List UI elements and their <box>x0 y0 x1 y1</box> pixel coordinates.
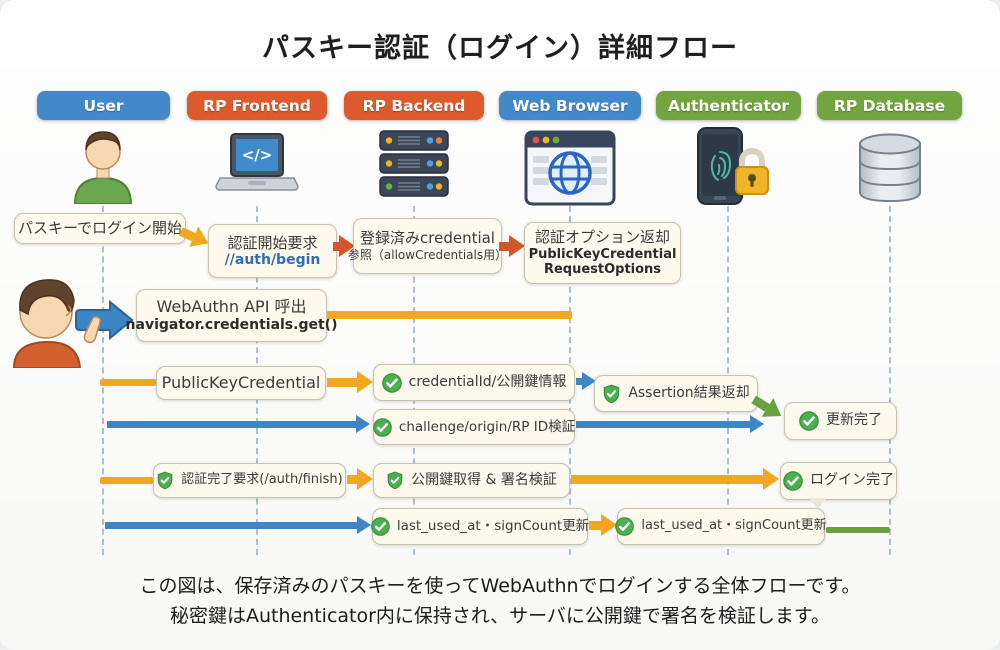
check-shield-icon <box>386 471 404 490</box>
check-shield-icon <box>602 384 621 404</box>
check-circle-icon <box>381 372 402 393</box>
msg-login-done: ログイン完了 <box>780 462 897 509</box>
caption-line-2: 秘密鍵はAuthenticator内に保持され、サーバに公開鍵で署名を検証します… <box>169 605 831 627</box>
msg-registered-credential: 登録済みcredential 参照（allowCredentials用） <box>348 218 507 274</box>
check-circle-icon <box>615 517 635 536</box>
phone-fingerprint-lock-icon <box>688 126 770 212</box>
arrow-user-to-challenge <box>107 415 370 433</box>
msg-update-sign-count-backend: last_used_at・signCount更新 <box>371 508 589 545</box>
page-title: パスキー認証（ログイン）詳細フロー <box>262 33 738 64</box>
arrow-credential-to-options <box>499 235 525 257</box>
actor-badge-authenticator: Authenticator <box>656 91 801 120</box>
check-circle-icon <box>799 411 819 431</box>
check-circle-icon <box>371 517 390 536</box>
check-circle-icon <box>783 471 803 491</box>
msg-start-login: パスキーでログイン開始 <box>14 213 186 244</box>
actor-badge-web-browser: Web Browser <box>499 91 641 120</box>
bubble-tail <box>809 498 827 509</box>
msg-assertion-result: Assertion結果返却 <box>594 375 758 412</box>
msg-auth-begin: 認証開始要求 //auth/begin <box>208 224 337 278</box>
line-webauthn-to-browser <box>327 311 572 319</box>
arrow-pkc-to-credentialid <box>327 371 373 393</box>
browser-globe-icon <box>524 130 616 210</box>
user-pointing-icon <box>2 276 134 372</box>
line-user-to-pkc <box>100 379 156 386</box>
laptop-code-icon: </> <box>212 132 302 204</box>
caption-line-1: この図は、保存済みのパスキーを使ってWebAuthnでログインする全体フローです… <box>139 575 861 597</box>
arrow-authfinish-to-pubkey <box>347 468 373 490</box>
svg-text:</>: </> <box>242 146 273 164</box>
actor-badge-rp-frontend: RP Frontend <box>187 91 327 120</box>
database-icon <box>852 130 928 210</box>
check-circle-icon <box>373 417 392 437</box>
check-shield-icon <box>156 471 174 490</box>
arrow-signcount-to-db <box>589 514 617 536</box>
msg-webauthn-call: WebAuthn API 呼出 navigator.credentials.ge… <box>126 289 337 342</box>
arrow-credentialid-to-assertion <box>576 372 596 390</box>
actor-badge-user: User <box>37 91 170 120</box>
msg-auth-finish: 認証完了要求(/auth/finish) <box>153 463 346 498</box>
lifeline-rp-database <box>889 206 891 555</box>
msg-credential-id-info: credentialId/公開鍵情報 <box>373 364 575 401</box>
arrow-user-to-signcount <box>105 516 371 534</box>
line-signcount-to-database <box>826 527 890 533</box>
arrow-pubkey-to-login <box>571 468 779 490</box>
actor-badge-rp-backend: RP Backend <box>344 91 484 120</box>
actor-badge-rp-database: RP Database <box>817 91 962 120</box>
msg-update-done: 更新完了 <box>784 402 897 440</box>
server-stack-icon <box>378 130 450 204</box>
person-icon <box>67 128 139 208</box>
msg-public-key-credential: PublicKeyCredential <box>156 366 326 400</box>
msg-update-sign-count-db: last_used_at・signCount更新 <box>615 508 827 545</box>
arrow-challenge-to-update <box>576 415 764 433</box>
line-user-to-authfinish <box>100 477 153 484</box>
arrow-start-to-authbegin <box>177 223 213 254</box>
arrow-authbegin-to-credential <box>333 235 355 257</box>
msg-pubkey-verify: 公開鍵取得 & 署名検証 <box>373 463 570 498</box>
msg-challenge-verify: challenge/origin/RP ID検証 <box>373 409 575 445</box>
msg-auth-options: 認証オプション返却 PublicKeyCredential RequestOpt… <box>524 222 681 284</box>
